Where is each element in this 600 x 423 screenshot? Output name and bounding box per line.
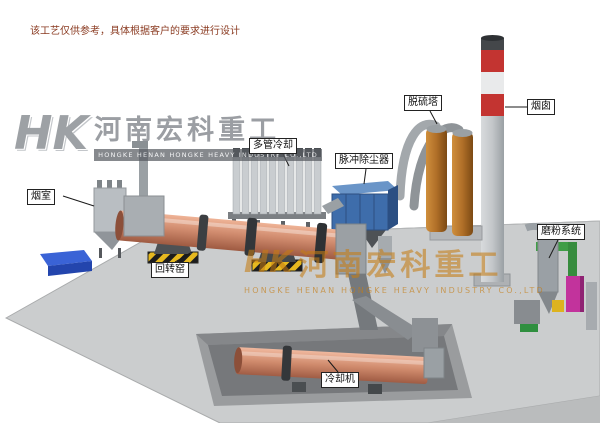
label-multi-tube-cooler: 多管冷却	[249, 138, 297, 154]
watermark-monogram: HK	[244, 244, 293, 280]
kiln-tail-box	[123, 195, 165, 237]
label-pulse-dust-collector: 脉冲除尘器	[335, 153, 393, 169]
center-watermark: HK 河南宏科重工 HONGKE HENAN HONGKE HEAVY INDU…	[244, 240, 545, 296]
label-chimney: 烟囱	[527, 99, 555, 115]
label-grinding-system: 磨粉系统	[537, 224, 585, 240]
brand-monogram: HK	[14, 106, 89, 160]
kiln-hood	[335, 223, 420, 340]
label-cooling-machine: 冷却机	[321, 372, 359, 388]
desulfurization-tower	[395, 119, 483, 241]
blue-panel	[40, 250, 92, 276]
rotary-kiln	[115, 210, 341, 264]
reference-note: 该工艺仅供参考，具体根据客户的要求进行设计	[30, 26, 240, 37]
watermark-name-cn: 河南宏科重工	[298, 248, 503, 283]
brand-name-cn: 河南宏科重工	[94, 115, 281, 146]
label-smoke-chamber: 烟室	[27, 189, 55, 205]
brand-logo-watermark: HK 河南宏科重工 HONGKE HENAN HONGKE HEAVY INDU…	[14, 106, 322, 161]
label-rotary-kiln: 回转窑	[151, 262, 189, 278]
chimney	[473, 35, 511, 287]
watermark-name-en: HONGKE HENAN HONGKE HEAVY INDUSTRY CO.,L…	[244, 286, 545, 295]
label-desulfurization-tower: 脱硫塔	[404, 95, 442, 111]
